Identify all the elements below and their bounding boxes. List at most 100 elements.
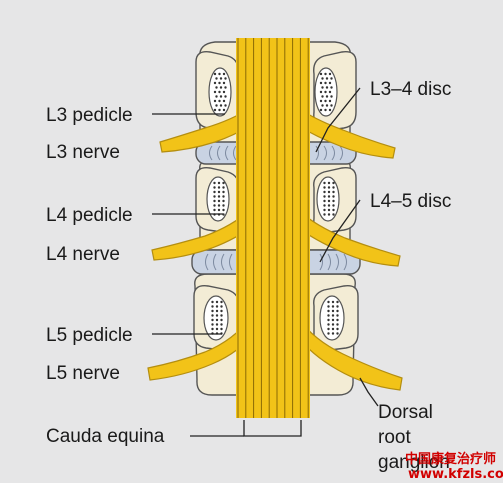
pedicle-dot [222,195,225,198]
pedicle-dot [222,186,225,189]
pedicle-dot [331,305,335,308]
pedicle-dot [215,86,218,89]
pedicle-dot [332,181,335,185]
pedicle-dot [213,208,216,212]
l3-pedicle-label: L3 pedicle [46,105,133,126]
pedicle-dot [336,309,339,313]
pedicle-dot [332,186,335,189]
pedicle-dot [319,108,323,112]
pedicle-dot [336,300,339,304]
pedicle-dot [327,213,331,216]
pedicle-dot [325,95,329,98]
pedicle-dot [332,204,335,207]
pedicle-dot [215,309,219,313]
pedicles [193,51,359,351]
l5-nerve-label: L5 nerve [46,363,120,384]
pedicle-dot [327,195,331,198]
pedicle-dot [321,86,324,89]
pedicle-dot [327,318,330,322]
pedicle-dot [215,318,219,322]
pedicle-dot [215,95,218,98]
pedicle-dot [324,99,327,103]
pedicle-dot [327,190,331,194]
pedicle-dot [323,195,326,198]
pedicle-dot [321,77,324,80]
pedicle-dot [336,332,339,335]
pedicle-dot [219,95,223,98]
l3-nerve-label: L3 nerve [46,142,120,163]
pedicle-dot [327,300,330,304]
pedicle-dot [211,327,214,331]
cauda-equina [236,38,310,437]
pedicle-dot [213,81,217,85]
pedicle-dot [220,300,223,304]
pedicle-dot [319,81,323,85]
pedicle-dot [218,99,221,103]
pedicle-dot [336,314,339,317]
l5-nerve-right [295,316,403,391]
pedicle-dot [330,95,333,98]
pedicle-dot [324,72,327,76]
pedicle-dot [327,208,331,212]
nerve-roots [147,106,403,391]
l3-nerve-left [159,106,253,153]
pedicle-dot [222,204,225,207]
pedicle-dot [215,104,218,107]
pedicle-dot [336,323,339,326]
pedicle-dot [217,204,221,207]
pedicle-dot [330,86,333,89]
pedicle-dot [328,108,332,112]
pedicle-dot [331,300,335,304]
pedicle-dot [222,199,225,203]
cauda-equina-strands [237,38,309,418]
pedicle-dot [217,181,221,185]
pedicle-dot [213,72,217,76]
pedicle-dot [213,195,216,198]
l5-pedicle-label: L5 pedicle [46,325,133,346]
pedicle-dot [332,195,335,198]
pedicle-dot [217,195,221,198]
pedicle-dot [213,190,216,194]
pedicle-dot [331,314,335,317]
pedicle-dot [327,323,330,326]
pedicle-dot [211,323,214,326]
pedicle-dot [222,90,226,94]
pedicle-dot [211,314,214,317]
pedicle-dot [327,309,330,313]
pedicle-dot [213,90,217,94]
watermark-line1: 中国康复治疗师 [405,451,496,467]
pedicle-dot [220,318,223,322]
pedicle-dot [328,99,332,103]
pedicle-dot [323,208,326,212]
pedicle-dot [331,327,335,331]
pedicle-dot [331,323,335,326]
pedicle-dot [327,204,331,207]
watermark-line2: www.kfzls.com [408,467,503,482]
pedicle-dot [222,81,226,85]
l4-nerve-left [151,208,253,261]
pedicle-dot [319,90,323,94]
pedicle-dot [332,208,335,212]
pedicle-dot [213,108,217,112]
pedicle-dot [330,104,333,107]
pedicle-dot [336,318,339,322]
pedicle-dot [215,314,219,317]
pedicle-dot [224,95,227,98]
pedicle-dot [217,186,221,189]
pedicle-dot [332,199,335,203]
pedicle-dot [222,99,226,103]
labels: L3 pedicle L3 nerve L4 pedicle L4 nerve … [46,79,451,473]
pedicle-dot [224,86,227,89]
pedicle-dot [222,208,225,212]
pedicle-dot [220,309,223,313]
pedicle-dot [336,327,339,331]
pedicle-dot [327,327,330,331]
dorsal-root-ganglion-label-line2: root [378,427,411,448]
l4-5-disc-label: L4–5 disc [370,191,451,212]
pedicle-dot [217,208,221,212]
pedicle-dot [220,323,223,326]
pedicle-dot [213,204,216,207]
pedicle-dot [217,199,221,203]
